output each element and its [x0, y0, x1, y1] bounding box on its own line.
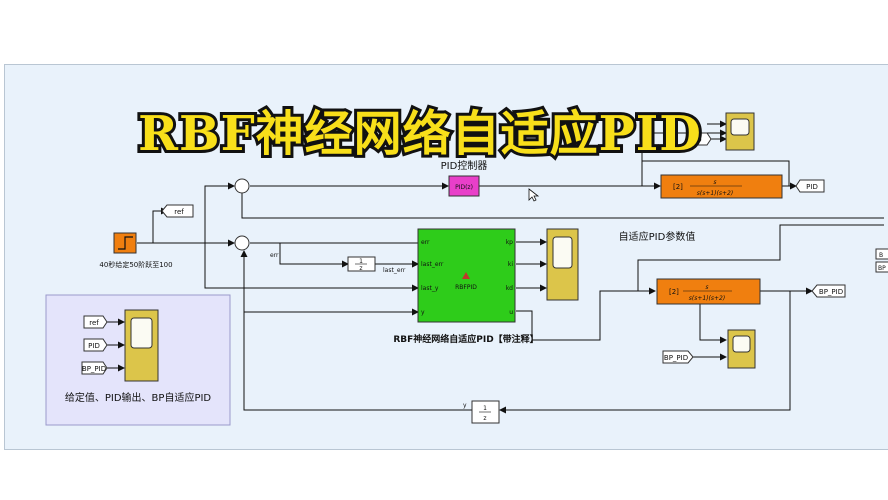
- svg-text:PID: PID: [806, 183, 818, 191]
- sum-block-2[interactable]: [234, 235, 250, 251]
- svg-text:ki: ki: [508, 261, 513, 268]
- subsystem-area-label: 给定值、PID输出、BP自适应PID: [65, 391, 212, 404]
- sum-block-1[interactable]: [234, 178, 250, 194]
- svg-text:D: D: [696, 136, 701, 144]
- svg-text:err: err: [421, 239, 430, 246]
- rbf-pid-block[interactable]: err last_err last_y y kp ki kd u RBFPID: [417, 228, 516, 323]
- svg-text:s(s+1)(s+2): s(s+1)(s+2): [689, 295, 725, 302]
- signal-err-label: err: [270, 252, 279, 259]
- plant-transfer-block-top[interactable]: [2] s s(s+1)(s+2): [660, 174, 783, 199]
- svg-text:z: z: [359, 265, 362, 272]
- svg-text:PID(z): PID(z): [455, 184, 473, 191]
- svg-text:z: z: [483, 415, 486, 422]
- svg-text:[2]: [2]: [673, 183, 683, 191]
- step-source-label: 40秒给定50阶跃至100: [99, 260, 172, 269]
- svg-text:PID: PID: [88, 342, 100, 350]
- unit-delay-block-2[interactable]: 1 z: [471, 400, 500, 424]
- svg-text:s: s: [713, 179, 716, 186]
- top-partial-tag[interactable]: D: [691, 132, 712, 146]
- matlab-function-icon: [462, 272, 470, 279]
- bottom-right-scope[interactable]: [727, 329, 756, 369]
- reference-compare-scope[interactable]: [124, 309, 159, 382]
- plant-transfer-block-bottom[interactable]: [2] s s(s+1)(s+2): [656, 278, 761, 305]
- rbf-params-scope[interactable]: [546, 228, 579, 301]
- svg-text:BP_PID: BP_PID: [82, 365, 106, 373]
- ref-from-tag[interactable]: ref: [83, 315, 108, 329]
- svg-text:ref: ref: [174, 208, 184, 216]
- step-source-block[interactable]: [113, 232, 137, 254]
- signal-wires: [107, 120, 884, 414]
- mouse-cursor-icon: [528, 188, 540, 202]
- right-edge-tag-2[interactable]: BP: [875, 261, 888, 273]
- bppid-goto-tag[interactable]: BP_PID: [811, 284, 846, 298]
- pid-controller-caption: PID控制器: [441, 159, 488, 172]
- signal-last-err-label: last_err: [383, 267, 406, 274]
- ref-goto-tag[interactable]: ref: [161, 204, 194, 218]
- bppid-from-tag[interactable]: BP_PID: [662, 350, 694, 364]
- svg-text:1: 1: [483, 405, 487, 412]
- pid-from-tag[interactable]: PID: [83, 338, 108, 352]
- svg-text:last_err: last_err: [421, 261, 444, 268]
- top-right-scope[interactable]: [725, 112, 755, 151]
- svg-text:y: y: [421, 309, 425, 316]
- svg-text:kd: kd: [506, 285, 513, 292]
- svg-text:RBFPID: RBFPID: [455, 284, 477, 291]
- svg-text:BP_PID: BP_PID: [664, 354, 688, 362]
- right-edge-tag-1[interactable]: B: [875, 248, 888, 260]
- svg-text:[2]: [2]: [669, 288, 679, 296]
- pid-controller-block[interactable]: PID(z): [448, 175, 480, 197]
- svg-text:u: u: [509, 309, 513, 316]
- svg-text:kp: kp: [506, 239, 513, 246]
- svg-text:BP_PID: BP_PID: [819, 288, 843, 296]
- adaptive-params-label: 自适应PID参数值: [619, 230, 696, 243]
- bppid-from-tag-subsystem[interactable]: BP_PID: [81, 361, 108, 375]
- svg-text:s: s: [705, 284, 708, 291]
- pid-goto-tag[interactable]: PID: [795, 179, 825, 193]
- svg-text:BP: BP: [878, 265, 886, 272]
- rbf-pid-caption: RBF神经网络自适应PID【带注释】: [393, 333, 538, 345]
- signal-y-label: y: [463, 402, 467, 409]
- svg-text:last_y: last_y: [421, 285, 439, 292]
- banner-title: RBF神经网络自适应PID: [138, 106, 702, 162]
- svg-text:1: 1: [359, 258, 363, 265]
- svg-text:s(s+1)(s+2): s(s+1)(s+2): [697, 190, 733, 197]
- svg-text:B: B: [879, 252, 883, 259]
- unit-delay-block-1[interactable]: 1 z: [347, 256, 376, 272]
- svg-text:ref: ref: [89, 319, 99, 327]
